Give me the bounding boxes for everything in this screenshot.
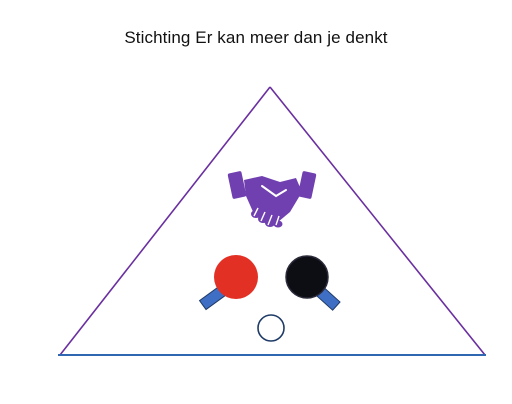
triangle-right-side <box>269 86 486 356</box>
page-title: Stichting Er kan meer dan je denkt <box>124 28 388 47</box>
black-ping-pong-paddle-icon <box>285 255 341 311</box>
ping-pong-ball-icon <box>257 314 285 342</box>
red-ping-pong-paddle-icon <box>198 255 258 311</box>
handshake-icon <box>227 171 317 228</box>
triangle-left-side <box>59 86 271 356</box>
